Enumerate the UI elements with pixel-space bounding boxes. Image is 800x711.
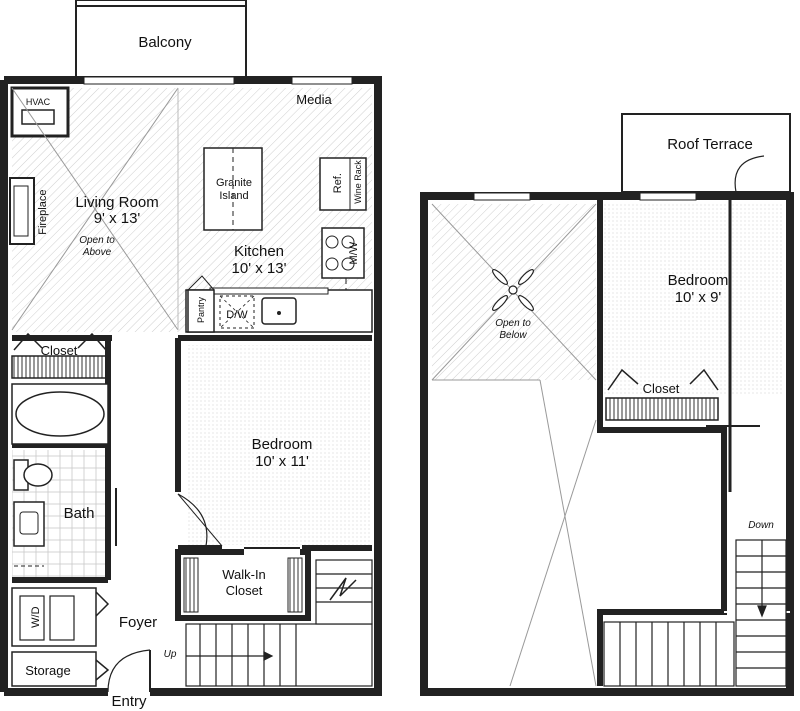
wine-rack-label: Wine Rack xyxy=(352,160,363,204)
fireplace-label: Fireplace xyxy=(36,189,49,235)
open-to-below-line1: Open to xyxy=(495,318,531,329)
living-room-name: Living Room xyxy=(75,194,159,211)
storage-label: Storage xyxy=(25,663,71,678)
balcony-outline xyxy=(75,3,247,81)
granite-island-line2: Island xyxy=(219,190,249,202)
media-label: Media xyxy=(296,92,332,107)
lower-stairs xyxy=(185,559,373,687)
open-to-above-line2: Above xyxy=(82,247,112,258)
living-room-size: 9' x 13' xyxy=(93,210,141,227)
ceiling-fan-icon xyxy=(492,269,534,311)
entry-label: Entry xyxy=(111,693,147,710)
bedroom-upper-size: 10' x 9' xyxy=(674,289,722,306)
foyer-label: Foyer xyxy=(118,614,158,631)
bedroom-upper-name: Bedroom xyxy=(667,272,729,289)
roof-terrace-label: Roof Terrace xyxy=(667,136,753,153)
bedroom-lower-size: 10' x 11' xyxy=(255,453,309,470)
granite-island-line1: Granite xyxy=(215,177,253,189)
ref-label: Ref. xyxy=(331,173,344,194)
balcony-label: Balcony xyxy=(138,34,192,51)
mw-label: M/W xyxy=(347,241,360,265)
open-to-above-line1: Open to xyxy=(79,235,115,246)
bedroom-lower-name: Bedroom xyxy=(251,436,313,453)
bath-label: Bath xyxy=(63,505,95,522)
up-label: Up xyxy=(163,649,177,660)
open-to-below-line2: Below xyxy=(499,330,527,341)
walk-in-closet-line2: Closet xyxy=(225,583,263,598)
upper-closet-shelf xyxy=(605,397,719,421)
walk-in-closet-line1: Walk-In xyxy=(222,567,266,582)
wd-label: W/D xyxy=(29,606,42,628)
dw-label: D/W xyxy=(226,309,248,321)
lower-level-plan xyxy=(0,0,382,696)
upper-level-plan xyxy=(420,113,794,696)
living-closet-shelf xyxy=(11,355,109,379)
kitchen-name: Kitchen xyxy=(233,243,285,260)
pantry-label: Pantry xyxy=(195,297,206,324)
kitchen-size: 10' x 13' xyxy=(231,260,287,277)
down-label: Down xyxy=(748,520,774,531)
upper-closet-label: Closet xyxy=(642,381,680,396)
living-closet-label: Closet xyxy=(40,343,78,358)
upper-stairs xyxy=(603,539,787,687)
hvac-label: HVAC xyxy=(25,97,51,107)
